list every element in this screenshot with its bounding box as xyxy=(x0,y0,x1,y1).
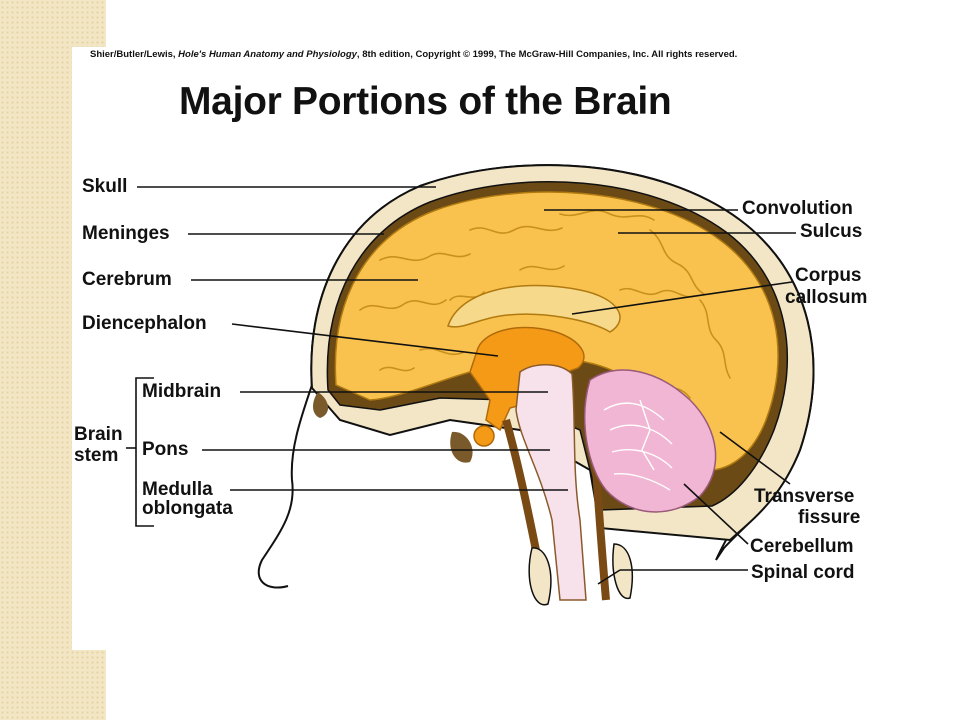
leader-spinal-cord xyxy=(597,569,621,585)
label-medulla-line2: oblongata xyxy=(142,498,233,519)
label-transverse-line2: fissure xyxy=(798,507,861,528)
face-profile xyxy=(257,384,313,589)
leader-diencephalon xyxy=(231,323,499,357)
leader-lines xyxy=(126,186,796,585)
brain-stem-bracket xyxy=(135,377,154,527)
cerebellum-shape xyxy=(584,369,717,513)
label-pons: Pons xyxy=(142,439,189,460)
label-skull: Skull xyxy=(82,176,128,197)
label-spinal-cord: Spinal cord xyxy=(751,562,855,583)
leader-corpus xyxy=(571,281,793,315)
label-midbrain: Midbrain xyxy=(142,381,222,402)
label-meninges: Meninges xyxy=(82,223,170,244)
pituitary-shape xyxy=(473,425,495,447)
label-corpus-line1: Corpus xyxy=(795,265,862,286)
copyright-line: Shier/Butler/Lewis, Hole's Human Anatomy… xyxy=(90,49,738,60)
label-diencephalon: Diencephalon xyxy=(82,313,207,334)
leader-cerebellum xyxy=(683,483,749,545)
label-transverse-line1: Transverse xyxy=(754,486,855,507)
label-cerebrum: Cerebrum xyxy=(82,269,172,290)
label-brain-stem-line2: stem xyxy=(74,445,119,466)
leader-transverse xyxy=(719,431,791,485)
label-corpus-line2: callosum xyxy=(785,287,868,308)
label-brain-stem-line1: Brain xyxy=(74,424,123,445)
label-sulcus: Sulcus xyxy=(800,221,863,242)
label-convolution: Convolution xyxy=(742,198,853,219)
cerebellum-folia xyxy=(603,399,673,491)
brainstem-shape xyxy=(515,364,587,601)
corpus-callosum-shape xyxy=(447,284,621,333)
label-cerebellum: Cerebellum xyxy=(750,536,854,557)
diagram-title: Major Portions of the Brain xyxy=(179,80,672,123)
label-medulla-line1: Medulla xyxy=(142,479,213,500)
